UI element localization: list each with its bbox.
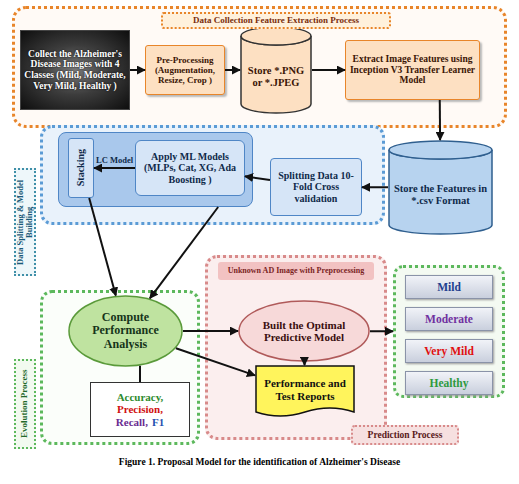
figure-caption: Figure 1. Proposal Model for the identif… xyxy=(0,457,519,467)
process-ellipse: Built the Optimal Predictive Model xyxy=(238,300,370,362)
node-text: Healthy xyxy=(430,377,469,390)
node-text: Extract Image Features using Inception V… xyxy=(349,54,476,86)
metrics-box: Accuracy,Precision,Recall, F1 xyxy=(90,382,190,437)
storage-cylinder: Store *.PNG or *.JPEG xyxy=(240,26,312,114)
process-band: Data Splitting & Model BuildingStackingA… xyxy=(40,125,385,225)
node-text: F1 xyxy=(152,416,164,428)
text-area: Moderate xyxy=(406,308,492,330)
text-area: Apply ML Models (MLPs, Cat, XG, Ada Boos… xyxy=(136,141,244,195)
process-box: Pre-Processing (Augmentation, Resize, Cr… xyxy=(145,45,225,95)
node-text: Store the Features in *.csv Format xyxy=(391,183,490,207)
document-outline xyxy=(256,366,354,416)
node-text: Very Mild xyxy=(424,345,474,358)
cylinder-top xyxy=(389,141,492,159)
process-box: Extract Image Features using Inception V… xyxy=(345,40,480,100)
node-text: Built the Optimal Predictive Model xyxy=(252,319,356,344)
stacking-box: Stacking xyxy=(68,138,94,198)
cylinder-top xyxy=(241,27,311,45)
process-box: Splitting Data 10-Fold Cross validation xyxy=(270,158,362,216)
class-box: Very Mild xyxy=(405,339,493,363)
text-area: Compute Performance Analysis xyxy=(68,295,183,367)
band-heading: Data Collection Feature Extraction Proce… xyxy=(161,12,391,29)
ellipse-outline xyxy=(69,296,182,366)
node-text: Store *.PNG or *.JPEG xyxy=(243,65,309,89)
text-area: Healthy xyxy=(406,372,492,394)
text-area: Collect the Alzheimer's Disease Images w… xyxy=(21,31,129,109)
process-band: Unknown AD Image with PreprocessingPredi… xyxy=(205,255,387,440)
text-area: Performance and Test Reports xyxy=(255,365,355,420)
text-area: Very Mild xyxy=(406,340,492,362)
node-text: Stacking xyxy=(75,149,86,186)
node-text: Apply ML Models (MLPs, Cat, XG, Ada Boos… xyxy=(139,151,241,185)
node-text: Moderate xyxy=(425,313,473,326)
text-area: Store *.PNG or *.JPEG xyxy=(240,26,312,114)
text-area: Splitting Data 10-Fold Cross validation xyxy=(271,159,361,215)
class-box: Mild xyxy=(405,275,493,299)
image-box: Collect the Alzheimer's Disease Images w… xyxy=(20,30,130,110)
band-heading: Unknown AD Image with Preprocessing xyxy=(218,262,374,280)
text-area: Extract Image Features using Inception V… xyxy=(346,41,479,99)
text-area: Accuracy,Precision,Recall, F1 xyxy=(91,383,189,436)
class-group: MildModerateVery MildHealthy xyxy=(393,265,505,398)
text-area: Mild xyxy=(406,276,492,298)
class-box: Moderate xyxy=(405,307,493,331)
band-heading: Evolution Process xyxy=(14,359,36,449)
class-box: Healthy xyxy=(405,371,493,395)
band-heading: Data Splitting & Model Building xyxy=(14,168,36,276)
node-text: Performance and Test Reports xyxy=(263,377,347,402)
process-ellipse: Compute Performance Analysis xyxy=(68,295,183,367)
node-text: Collect the Alzheimer's Disease Images w… xyxy=(24,49,126,92)
text-area: Stacking xyxy=(69,139,93,197)
process-band: Evolution ProcessCompute Performance Ana… xyxy=(40,290,200,445)
report-document: Performance and Test Reports xyxy=(255,365,355,420)
node-text: Precision, xyxy=(94,403,186,415)
cylinder-body xyxy=(389,150,492,234)
process-band: Data Collection Feature Extraction Proce… xyxy=(12,6,507,128)
ellipse-outline xyxy=(239,301,369,361)
text-area: Built the Optimal Predictive Model xyxy=(238,300,370,362)
text-area: Pre-Processing (Augmentation, Resize, Cr… xyxy=(146,46,224,94)
text-area: Store the Features in *.csv Format xyxy=(388,140,493,235)
model-panel: Stacking Apply ML Models (MLPs, Cat, XG, … xyxy=(58,132,253,207)
node-text: Compute Performance Analysis xyxy=(80,311,171,352)
storage-cylinder: Store the Features in *.csv Format xyxy=(388,140,493,235)
node-text: Accuracy, xyxy=(94,391,186,403)
node-text: Pre-Processing (Augmentation, Resize, Cr… xyxy=(149,55,221,85)
edge-label: LC Model xyxy=(96,155,133,165)
node-text: Splitting Data 10-Fold Cross validation xyxy=(274,170,358,204)
process-box: Apply ML Models (MLPs, Cat, XG, Ada Boos… xyxy=(135,140,245,196)
node-text: Mild xyxy=(437,281,461,294)
cylinder-body xyxy=(241,36,311,113)
node-text: Recall, xyxy=(116,416,148,428)
band-heading: Prediction Process xyxy=(351,425,459,445)
